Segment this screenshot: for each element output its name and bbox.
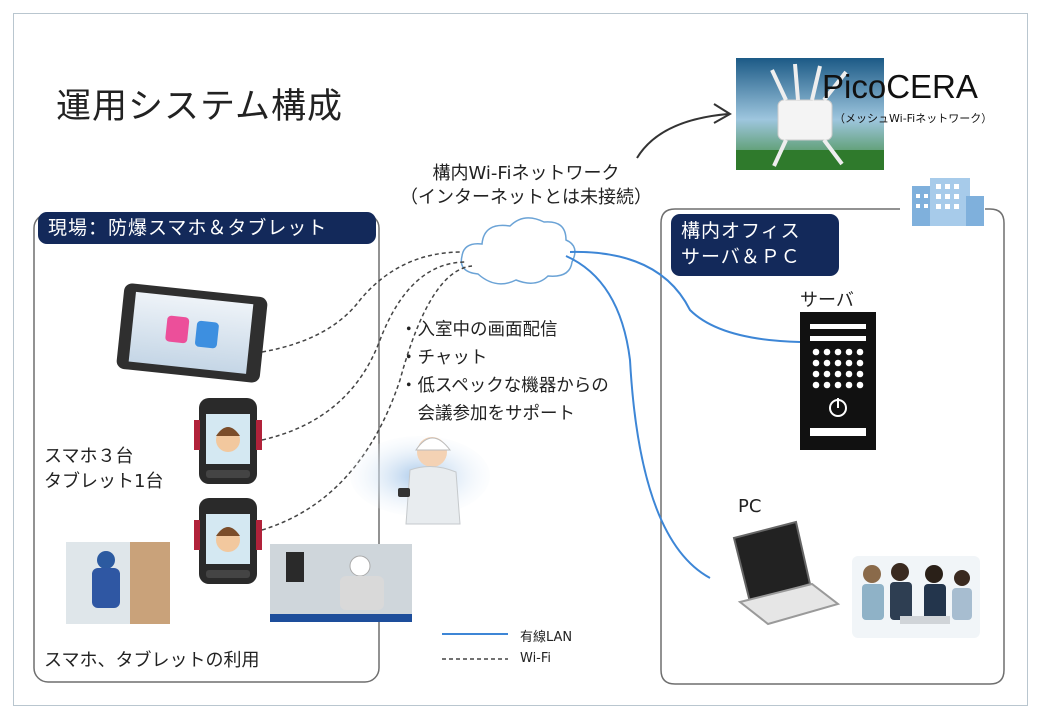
office-label-line2: サーバ＆ＰＣ bbox=[681, 246, 801, 268]
wifi-network-caption: 構内Wi-Fiネットワーク （インターネットとは未接続） bbox=[376, 162, 676, 210]
smartphone-image-1 bbox=[194, 398, 262, 484]
wifi-network-line2: （インターネットとは未接続） bbox=[400, 187, 652, 208]
feature-item-4: 会議参加をサポート bbox=[400, 404, 575, 424]
wifi-network-line1: 構内Wi-Fiネットワーク bbox=[432, 163, 620, 184]
page-title: 運用システム構成 bbox=[56, 87, 343, 127]
feature-item-2: ・チャット bbox=[400, 348, 488, 368]
server-label: サーバ bbox=[800, 290, 854, 311]
building-icon bbox=[912, 178, 984, 226]
device-count-line1: スマホ３台 bbox=[44, 446, 134, 467]
cloud-icon bbox=[460, 217, 576, 285]
worker-with-phone-image bbox=[350, 436, 490, 525]
site-label: 現場：防爆スマホ＆タブレット bbox=[38, 212, 376, 244]
wifi-links bbox=[261, 251, 473, 531]
tablet-image bbox=[116, 283, 268, 383]
office-panel bbox=[660, 208, 1005, 685]
laptop-icon bbox=[732, 520, 841, 626]
worker-photo-right bbox=[270, 544, 412, 622]
feature-item-1: ・入室中の画面配信 bbox=[400, 320, 558, 340]
diagram-frame bbox=[13, 13, 1028, 706]
worker-photo-left bbox=[66, 542, 170, 624]
feature-list: ・入室中の画面配信 ・チャット ・低スペックな機器からの 会議参加をサポート bbox=[400, 316, 609, 428]
device-count: スマホ３台 タブレット1台 bbox=[44, 444, 163, 494]
picocera-subtitle: （メッシュWi-Fiネットワーク） bbox=[834, 112, 993, 125]
wired-links bbox=[565, 250, 801, 579]
site-usage-caption: スマホ、タブレットの利用 bbox=[44, 650, 260, 671]
server-icon bbox=[800, 312, 876, 450]
pc-label: PC bbox=[738, 496, 762, 517]
legend-wifi-label: Wi-Fi bbox=[520, 651, 552, 666]
office-workers-photo bbox=[852, 556, 980, 638]
smartphone-image-2 bbox=[194, 498, 262, 584]
picocera-image bbox=[736, 58, 884, 170]
feature-item-3: ・低スペックな機器からの bbox=[400, 376, 609, 396]
legend-wired-label: 有線LAN bbox=[520, 630, 573, 645]
office-label-line1: 構内オフィス bbox=[681, 220, 801, 242]
picocera-arrowhead bbox=[713, 103, 732, 124]
office-label: 構内オフィス サーバ＆ＰＣ bbox=[671, 214, 839, 276]
picocera-name: PicoCERA bbox=[822, 68, 978, 105]
picocera-arrow bbox=[636, 113, 729, 159]
device-count-line2: タブレット1台 bbox=[44, 471, 164, 492]
